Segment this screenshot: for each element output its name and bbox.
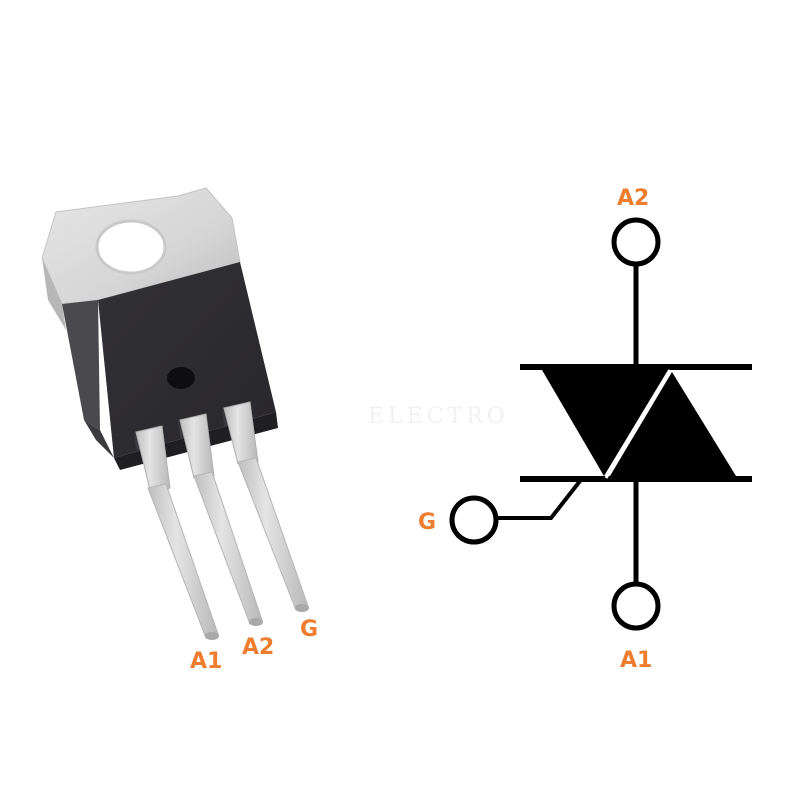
terminal-a2-circle: [611, 217, 661, 267]
lead-g: [223, 401, 309, 612]
mounting-hole: [95, 219, 167, 275]
lead-a2: [179, 413, 263, 626]
package-label-a1: A1: [190, 649, 222, 674]
metal-tab: [41, 187, 241, 330]
symbol-label-a1: A1: [620, 648, 652, 673]
terminal-g-circle: [449, 495, 499, 545]
symbol-label-g: G: [418, 510, 436, 535]
package-label-g: G: [300, 617, 318, 642]
symbol-label-a2: A2: [617, 186, 649, 211]
body-dimple: [167, 367, 195, 389]
lead-a1: [135, 425, 219, 640]
triac-symbol: [449, 217, 752, 631]
watermark-text: ELECTRO: [368, 404, 509, 429]
terminal-a1-circle: [611, 581, 661, 631]
package-label-a2: A2: [242, 635, 274, 660]
triangle-down: [542, 370, 668, 476]
triangle-up: [610, 372, 736, 476]
gate-wire: [497, 479, 582, 520]
to220-package: [41, 187, 309, 640]
